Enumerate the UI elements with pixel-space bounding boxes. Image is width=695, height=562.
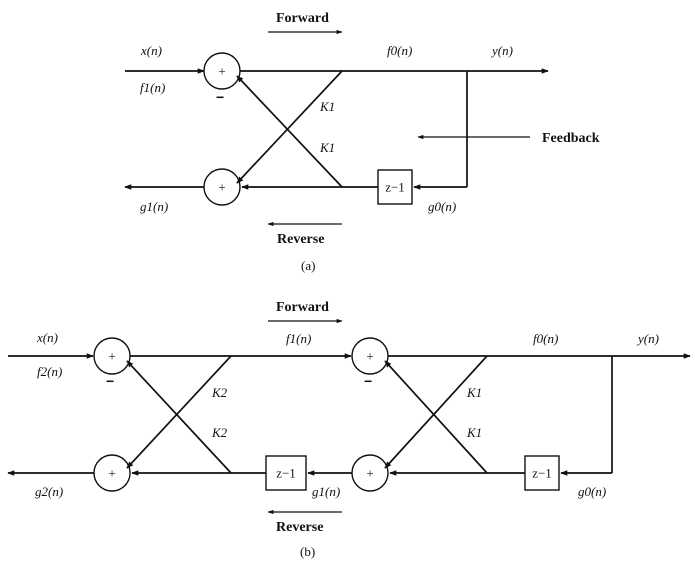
f-in-label-b: f2(n) — [37, 364, 62, 379]
k2-lower-label-b: K2 — [211, 425, 228, 440]
stage1-top-adder-plus-b: + — [366, 349, 373, 364]
delay-label-a: z−1 — [385, 180, 405, 195]
x-label-b: x(n) — [36, 330, 58, 345]
stage1-delay-label-b: z−1 — [532, 466, 552, 481]
stage2-delay-label-b: z−1 — [276, 466, 296, 481]
y-label-b: y(n) — [636, 331, 659, 346]
panel-a: Forward x(n) f1(n) + − f0(n) y(n) z−1 g0… — [124, 11, 600, 273]
k-upper-label-a: K1 — [319, 99, 335, 114]
k2-upper-label-b: K2 — [211, 385, 228, 400]
panel-b: Forward x(n) f2(n) + − f1(n) + − f0(n) y… — [7, 300, 691, 559]
caption-a: (a) — [301, 258, 315, 273]
stage2-cross-k-lower-b — [126, 360, 232, 474]
f-out-label-b: f0(n) — [533, 331, 558, 346]
k-lower-label-a: K1 — [319, 140, 335, 155]
reverse-label-b: Reverse — [276, 520, 323, 535]
stage1-cross-k-lower-b — [384, 360, 488, 474]
top-adder-minus-a: − — [216, 89, 224, 105]
x-label-a: x(n) — [140, 43, 162, 58]
k1-lower-label-b: K1 — [466, 425, 482, 440]
g-in-label-b: g0(n) — [578, 484, 606, 499]
g-out-label-a: g1(n) — [140, 199, 168, 214]
stage2-cross-k-upper-b — [126, 355, 232, 469]
g-mid-label-b: g1(n) — [312, 484, 340, 499]
stage2-bottom-adder-plus-b: + — [108, 466, 115, 481]
forward-label-a: Forward — [276, 11, 329, 26]
stage1-top-adder-minus-b: − — [364, 373, 372, 389]
bottom-adder-plus-a: + — [218, 180, 225, 195]
y-label-a: y(n) — [490, 43, 513, 58]
feedback-label-a: Feedback — [542, 131, 600, 146]
forward-label-b: Forward — [276, 300, 329, 315]
f-out-label-a: f0(n) — [387, 43, 412, 58]
stage2-delay-box-b — [265, 455, 307, 491]
stage1-delay-box-b — [524, 455, 560, 491]
top-adder-plus-a: + — [218, 64, 225, 79]
f-mid-label-b: f1(n) — [286, 331, 311, 346]
reverse-label-a: Reverse — [277, 232, 324, 247]
f-in-label-a: f1(n) — [140, 80, 165, 95]
k1-upper-label-b: K1 — [466, 385, 482, 400]
cross-k-lower-a — [236, 75, 343, 188]
cross-k-upper-a — [236, 70, 343, 184]
stage1-cross-k-upper-b — [384, 355, 488, 469]
stage2-top-adder-minus-b: − — [106, 373, 114, 389]
g-out-label-b: g2(n) — [35, 484, 63, 499]
stage2-top-adder-plus-b: + — [108, 349, 115, 364]
g-in-label-a: g0(n) — [428, 199, 456, 214]
caption-b: (b) — [300, 544, 315, 559]
stage1-bottom-adder-plus-b: + — [366, 466, 373, 481]
